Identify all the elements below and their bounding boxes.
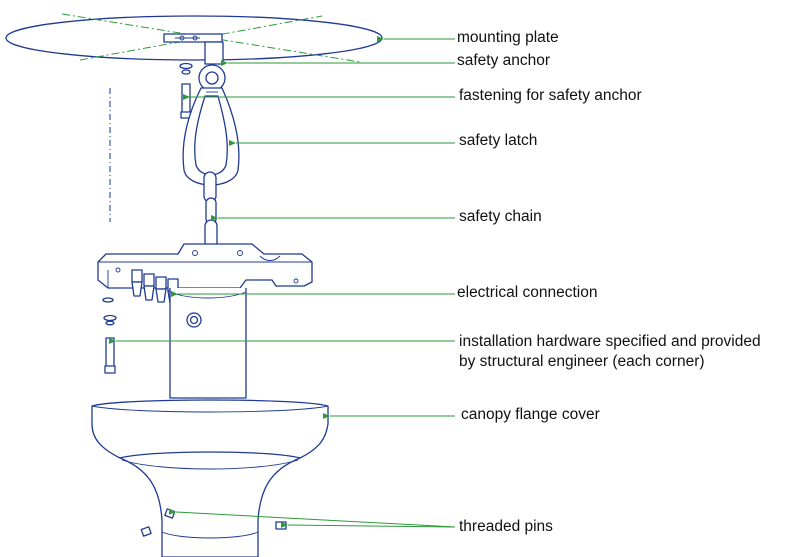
anchor-fastening-bolt <box>179 62 193 119</box>
label-installation-hardware-line1: installation hardware specified and prov… <box>459 333 761 350</box>
canopy-flange-cover <box>91 399 329 557</box>
safety-anchor <box>198 64 226 92</box>
leader-lines <box>109 36 456 528</box>
label-canopy-flange-cover: canopy flange cover <box>461 406 600 423</box>
label-mounting-plate: mounting plate <box>457 29 559 46</box>
installation-hardware <box>102 297 117 374</box>
label-safety-chain: safety chain <box>459 208 542 225</box>
label-safety-latch: safety latch <box>459 132 538 149</box>
canopy-top-plate <box>97 243 313 289</box>
label-fastening-for-safety-anchor: fastening for safety anchor <box>459 87 642 104</box>
safety-chain <box>203 171 218 249</box>
mounting-bracket <box>163 33 224 65</box>
label-electrical-connection: electrical connection <box>457 284 598 301</box>
label-installation-hardware-line2: by structural engineer (each corner) <box>459 353 705 370</box>
label-safety-anchor: safety anchor <box>457 52 551 69</box>
label-threaded-pins: threaded pins <box>459 518 553 535</box>
safety-latch <box>182 87 240 186</box>
column <box>169 288 247 399</box>
